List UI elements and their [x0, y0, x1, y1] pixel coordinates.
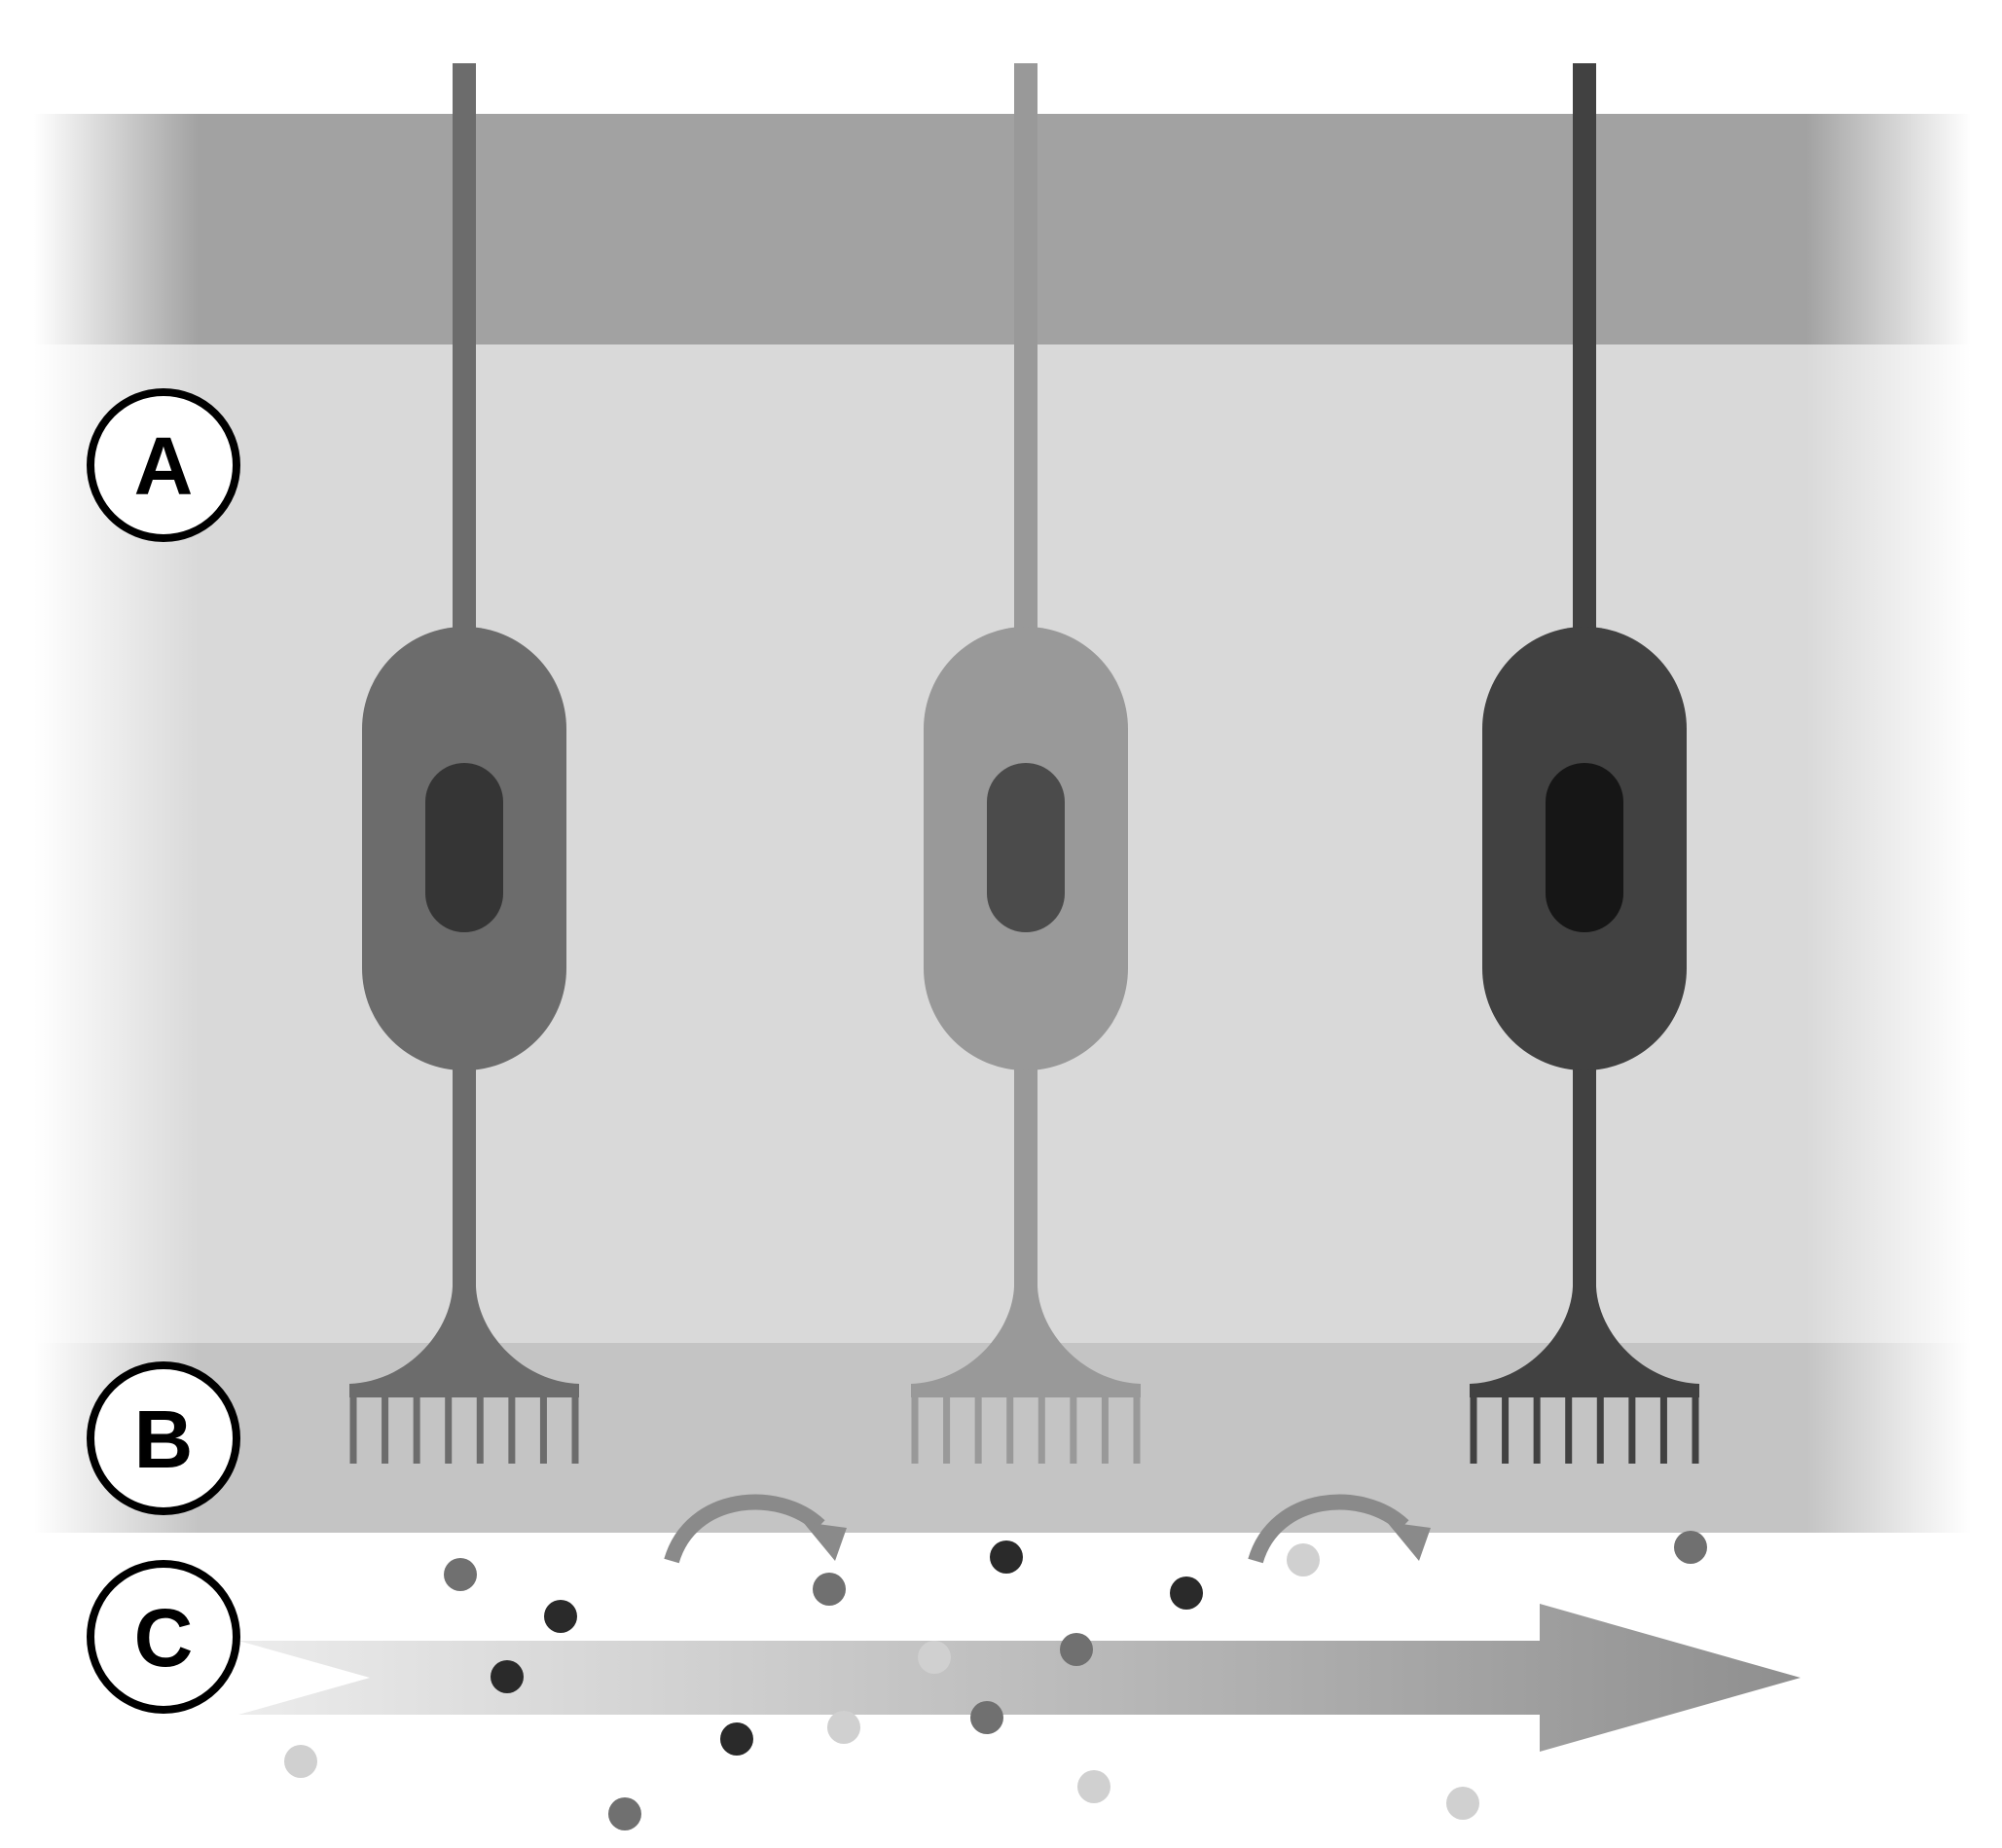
cell-fringe [539, 1394, 547, 1464]
curved-arrow-icon [664, 1494, 847, 1564]
particle-dot-icon [608, 1797, 641, 1830]
particle-dot-icon [1170, 1576, 1203, 1610]
cell-fringe [1692, 1394, 1699, 1464]
cell-fringe [445, 1394, 453, 1464]
particle-dot-icon [491, 1660, 524, 1693]
neuron-cell-icon [1470, 63, 1699, 1464]
cell-lower-process [1014, 1051, 1037, 1294]
cell-fringe [1502, 1394, 1510, 1464]
cell-fringe [943, 1394, 951, 1464]
cell-fringe [382, 1394, 389, 1464]
cell-upper-process [453, 63, 476, 647]
cell-fringe [1101, 1394, 1109, 1464]
cell-fringe [1659, 1394, 1667, 1464]
particles [284, 1531, 1707, 1830]
particle-dot-icon [544, 1600, 577, 1633]
cell-foot [1470, 1286, 1699, 1397]
particle-dot-icon [444, 1558, 477, 1591]
cell-lower-process [453, 1051, 476, 1294]
cell-fringe [1133, 1394, 1141, 1464]
flow-arrow-icon [238, 1604, 1801, 1752]
cell-fringe [974, 1394, 982, 1464]
cell-fringe [349, 1394, 357, 1464]
label-a: A [87, 388, 240, 542]
particle-dot-icon [720, 1722, 753, 1756]
cell-fringe [1470, 1394, 1477, 1464]
cell-upper-process [1573, 63, 1596, 647]
cell-fringe [571, 1394, 579, 1464]
cell-foot [349, 1286, 579, 1397]
neuron-cell-icon [349, 63, 579, 1464]
particle-dot-icon [990, 1540, 1023, 1574]
cell-fringe [1006, 1394, 1014, 1464]
cell-fringe [1596, 1394, 1604, 1464]
particle-dot-icon [813, 1573, 846, 1606]
cell-upper-process [1014, 63, 1037, 647]
cell-fringe [1037, 1394, 1045, 1464]
cell-fringe [508, 1394, 516, 1464]
cell-foot [911, 1286, 1141, 1397]
label-c: C [87, 1560, 240, 1714]
label-a-text: A [134, 420, 194, 512]
particle-dot-icon [1674, 1531, 1707, 1564]
particle-dot-icon [970, 1701, 1003, 1734]
label-b-text: B [134, 1394, 194, 1485]
cell-fringe [911, 1394, 919, 1464]
particle-dot-icon [1077, 1770, 1110, 1803]
cell-fringe [476, 1394, 484, 1464]
neuron-cell-icon [911, 63, 1141, 1464]
curved-arrow-icon [1248, 1494, 1431, 1564]
cell-fringe [1070, 1394, 1077, 1464]
particle-dot-icon [1446, 1787, 1479, 1820]
particle-dot-icon [1060, 1633, 1093, 1666]
label-b: B [87, 1361, 240, 1515]
cell-fringe [413, 1394, 420, 1464]
particle-dot-icon [918, 1641, 951, 1674]
cell-fringe [1628, 1394, 1636, 1464]
cell-nucleus [425, 763, 503, 932]
cell-nucleus [987, 763, 1065, 932]
cell-lower-process [1573, 1051, 1596, 1294]
particle-dot-icon [1287, 1543, 1320, 1576]
label-c-text: C [134, 1592, 194, 1684]
cell-nucleus [1546, 763, 1623, 932]
cell-fringe [1533, 1394, 1541, 1464]
cells [349, 63, 1699, 1464]
cell-fringe [1565, 1394, 1573, 1464]
particle-dot-icon [284, 1745, 317, 1778]
particle-dot-icon [827, 1711, 860, 1744]
